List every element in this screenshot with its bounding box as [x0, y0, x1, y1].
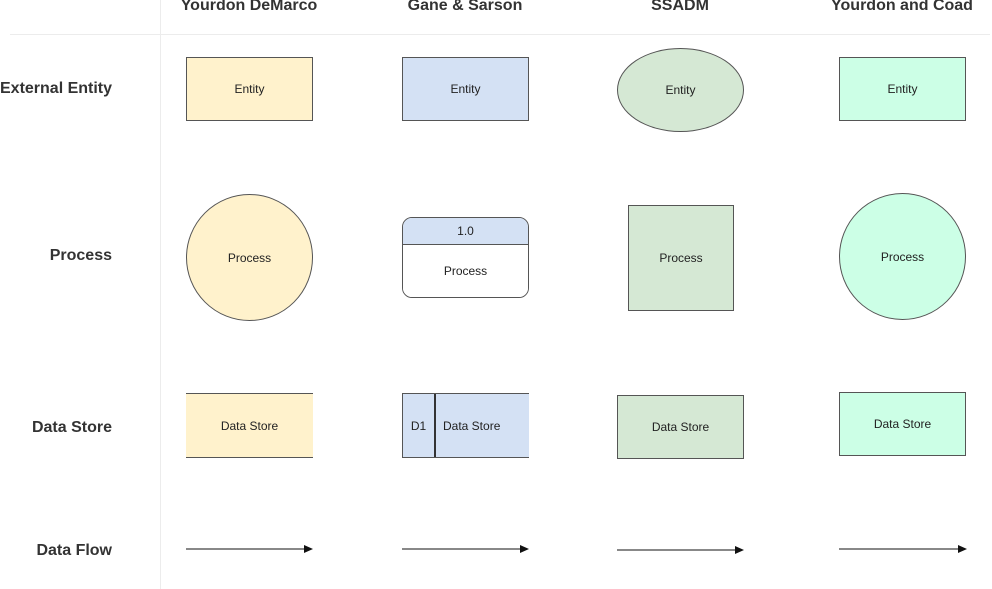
ydm-process-shape[interactable]: Process [186, 194, 313, 321]
yc-entity-label: Entity [887, 82, 918, 96]
ssadm-store-label: Data Store [651, 420, 710, 434]
row-header-process: Process [49, 247, 112, 264]
ssadm-process-shape[interactable]: Process [628, 205, 734, 311]
ydm-process-label: Process [227, 250, 272, 265]
yc-flow-arrow[interactable] [839, 543, 967, 555]
gs-store-shape[interactable]: D1 Data Store [402, 393, 529, 458]
row-header-data-flow: Data Flow [36, 542, 112, 559]
gs-store-label: Data Store [443, 418, 501, 433]
ydm-entity-label: Entity [234, 82, 265, 96]
gs-process-shape[interactable]: 1.0 Process [402, 217, 529, 298]
gs-entity-shape[interactable]: Entity [402, 57, 529, 121]
yc-process-shape[interactable]: Process [839, 193, 966, 320]
ydm-flow-arrow[interactable] [186, 543, 313, 555]
gs-process-id-label: 1.0 [457, 224, 474, 238]
ssadm-process-label: Process [659, 251, 703, 265]
column-header-yourdon-demarco: Yourdon DeMarco [180, 0, 318, 14]
gs-flow-arrow[interactable] [402, 543, 529, 555]
ydm-entity-shape[interactable]: Entity [186, 57, 313, 121]
gs-entity-label: Entity [450, 82, 481, 96]
gs-store-id-label: D1 [410, 418, 427, 433]
column-header-gane-sarson: Gane & Sarson [407, 0, 523, 14]
ssadm-store-shape[interactable]: Data Store [617, 395, 744, 459]
column-header-yourdon-coad: Yourdon and Coad [831, 0, 973, 14]
ydm-store-label: Data Store [220, 418, 279, 433]
ssadm-entity-shape[interactable]: Entity [617, 48, 744, 132]
yc-process-label: Process [880, 249, 925, 264]
header-divider [10, 34, 990, 35]
row-header-data-store: Data Store [31, 419, 112, 436]
ssadm-entity-label: Entity [665, 83, 696, 97]
ssadm-flow-arrow[interactable] [617, 544, 744, 556]
yc-store-label: Data Store [873, 417, 932, 431]
ydm-store-shape[interactable]: Data Store [186, 393, 313, 458]
column-header-ssadm: SSADM [651, 0, 709, 14]
yc-entity-shape[interactable]: Entity [839, 57, 966, 121]
gs-process-label: Process [443, 264, 488, 278]
row-header-external-entity: External Entity [0, 80, 113, 97]
yc-store-shape[interactable]: Data Store [839, 392, 966, 456]
row-header-divider [160, 0, 161, 589]
